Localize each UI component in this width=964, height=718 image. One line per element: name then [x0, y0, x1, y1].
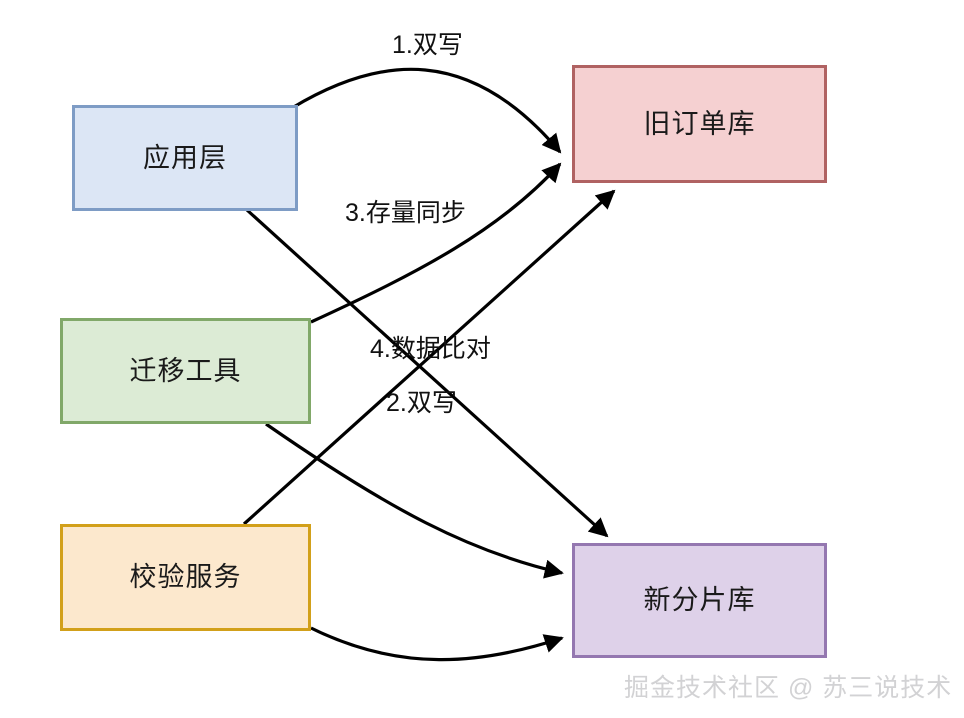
node-new-sharded-database-label: 新分片库 — [643, 585, 756, 615]
node-verification-service[interactable]: 校验服务 — [60, 524, 311, 631]
node-migration-tool[interactable]: 迁移工具 — [60, 318, 311, 424]
node-new-sharded-database[interactable]: 新分片库 — [572, 543, 827, 658]
node-verification-service-label: 校验服务 — [129, 562, 242, 592]
edge-label-dual-write-2: 2.双写 — [386, 389, 457, 417]
node-application-layer-label: 应用层 — [143, 142, 227, 173]
watermark: 掘金技术社区 @ 苏三说技术 — [624, 674, 953, 702]
edge-label-data-comparison: 4.数据比对 — [370, 335, 491, 363]
edge-app-to-oldorder — [291, 67, 562, 154]
node-migration-tool-label: 迁移工具 — [129, 355, 242, 386]
edge-migrate-to-oldorder — [310, 162, 562, 324]
node-old-order-database[interactable]: 旧订单库 — [572, 65, 827, 183]
edge-label-stock-sync: 3.存量同步 — [345, 199, 466, 227]
node-application-layer[interactable]: 应用层 — [72, 105, 298, 211]
edge-label-dual-write-1: 1.双写 — [392, 31, 463, 59]
edge-verify-to-newshard — [310, 626, 564, 662]
node-old-order-database-label: 旧订单库 — [643, 108, 756, 139]
